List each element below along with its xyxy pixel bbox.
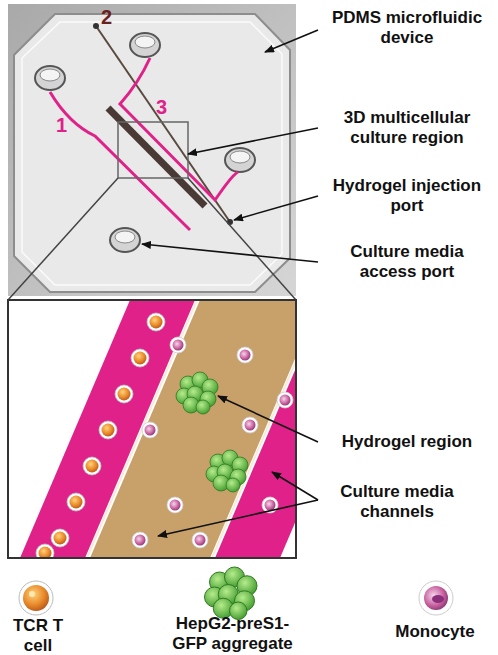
callout-number: 2 — [101, 6, 121, 29]
cell-label: Monocyte — [385, 622, 485, 642]
cell-label: TCR T cell — [2, 616, 74, 655]
part-label: Culture media access port — [322, 242, 492, 281]
part-label: 3D multicellular culture region — [322, 108, 492, 147]
callout-number: 3 — [156, 96, 176, 119]
part-label: Culture media channels — [322, 482, 472, 521]
callout-number: 1 — [56, 114, 76, 137]
part-label: Hydrogel injection port — [322, 176, 492, 215]
cell-label: HepG2-preS1-GFP aggregate — [160, 614, 305, 653]
part-label: PDMS microfluidic device — [322, 8, 492, 47]
part-label: Hydrogel region — [322, 432, 492, 452]
